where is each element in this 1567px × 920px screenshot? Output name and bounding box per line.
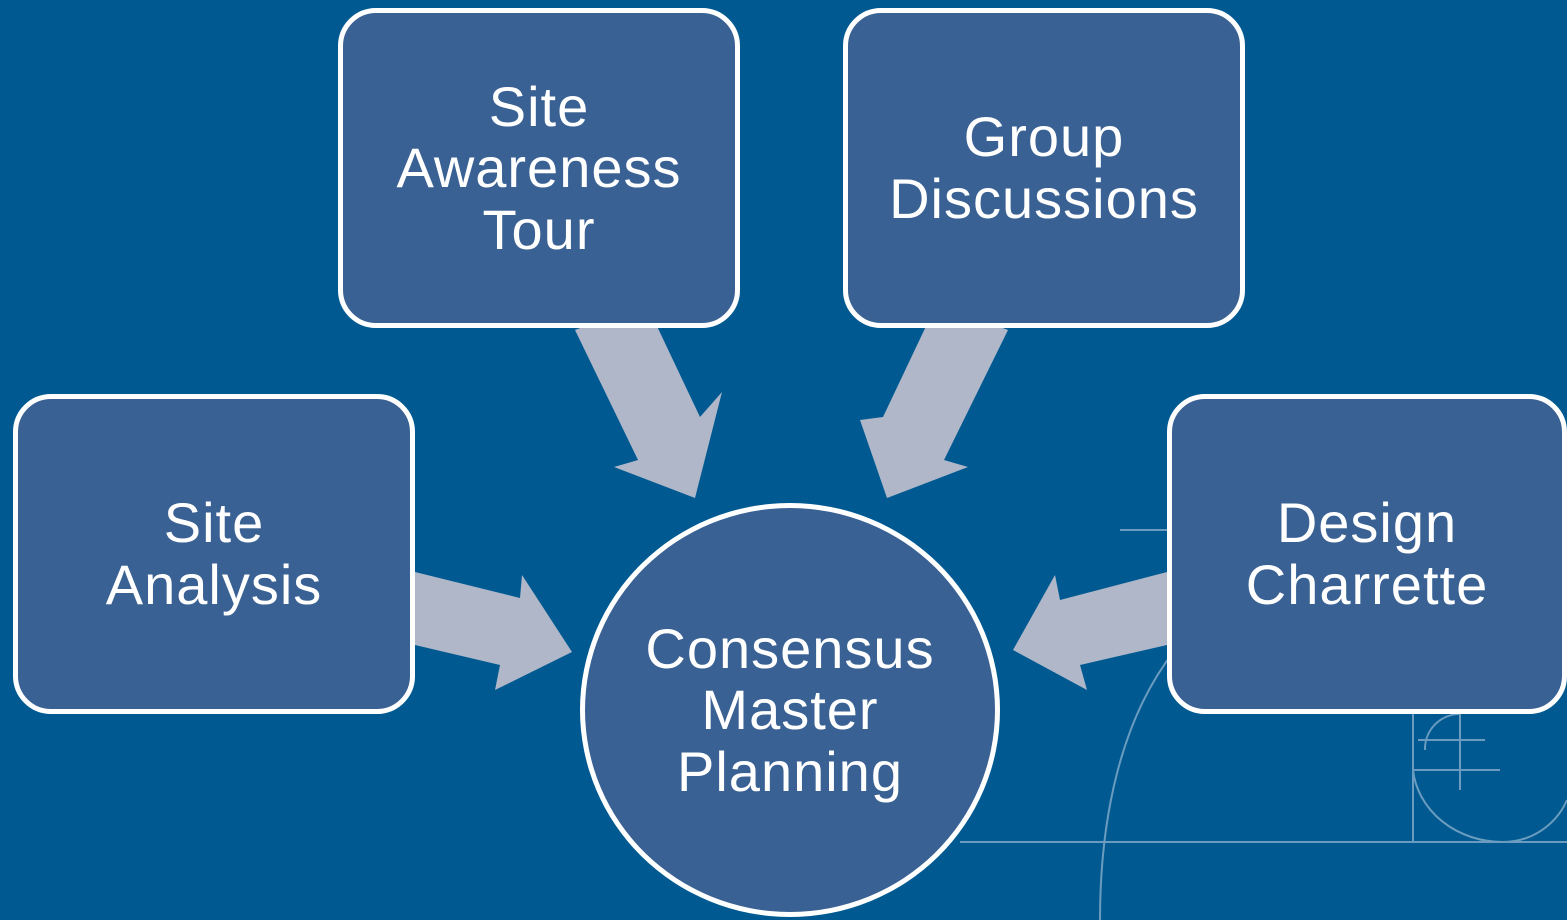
arrow-site-analysis-to-center bbox=[415, 572, 572, 690]
arrow-group-to-center bbox=[860, 303, 1008, 498]
node-group-discussions: Group Discussions bbox=[843, 8, 1245, 328]
arrow-site-awareness-to-center bbox=[575, 303, 722, 498]
node-site-analysis-label: Site Analysis bbox=[105, 491, 323, 616]
node-group-discussions-label: Group Discussions bbox=[889, 105, 1199, 230]
node-consensus-master-planning-label: Consensus Master Planning bbox=[645, 616, 935, 803]
node-consensus-master-planning: Consensus Master Planning bbox=[580, 503, 1000, 917]
watermark-geometry bbox=[960, 529, 1567, 920]
node-site-awareness-tour: Site Awareness Tour bbox=[338, 8, 740, 328]
node-site-awareness-tour-label: Site Awareness Tour bbox=[396, 74, 682, 261]
node-design-charrette: Design Charrette bbox=[1167, 394, 1567, 714]
arrow-design-to-center bbox=[1013, 572, 1167, 690]
node-site-analysis: Site Analysis bbox=[13, 394, 415, 714]
arrows bbox=[415, 303, 1167, 690]
node-design-charrette-label: Design Charrette bbox=[1245, 491, 1489, 616]
